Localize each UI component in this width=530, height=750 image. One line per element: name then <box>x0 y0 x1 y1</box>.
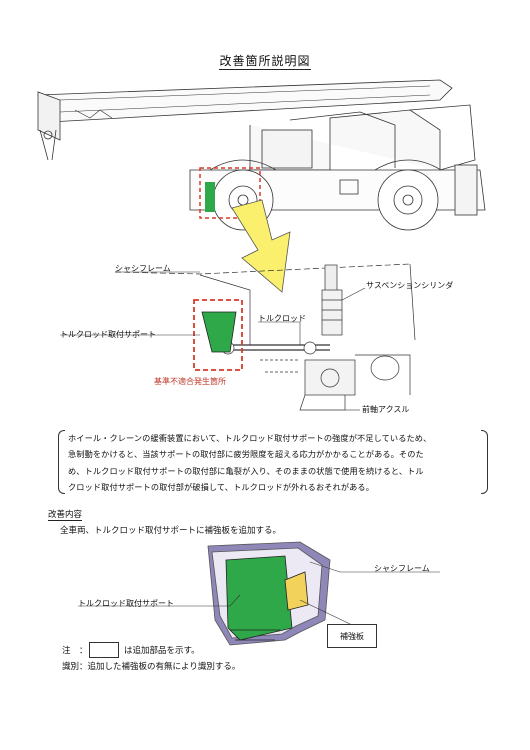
improvement-heading: 改善内容 <box>48 510 83 521</box>
label-front-axle: 前軸アクスル <box>362 405 410 414</box>
label-chassis-frame-1: シャシフレーム <box>115 264 171 273</box>
label-torque-rod: トルクロッド <box>258 314 306 323</box>
description-line: クロッド取付サポートの取付部が破損して、トルクロッドが外れるおそれがある。 <box>68 481 374 492</box>
label-chassis-frame-2: シャシフレーム <box>374 564 430 573</box>
yellow-pointer-arrow <box>231 199 291 293</box>
torque-rod-support-shape <box>201 311 237 353</box>
label-nonconformity-location: 基準不適合発生箇所 <box>154 377 226 386</box>
label-suspension-cylinder: サスペンションシリンダ <box>366 281 454 290</box>
note-text: は追加部品を示す。 <box>124 646 200 656</box>
identification-note: 識別：追加した補強板の有無により識別する。 <box>62 662 241 672</box>
defect-description: ホイール・クレーンの緩衝装置において、トルクロッド取付サポートの強度が不足してい… <box>62 428 484 492</box>
highlight-box-crane <box>199 167 261 219</box>
description-line: め、トルクロッド取付サポートの取付部に亀裂が入り、そのままの状態で使用を続けると… <box>68 465 424 476</box>
description-line: 急制動をかけると、当該サポートの取付部に疲労限度を超える応力がかかることがある。… <box>68 449 424 460</box>
improvement-text: 全車両、トルクロッド取付サポートに補強板を追加する。 <box>60 526 282 536</box>
label-reinforcement-plate: 補強板 <box>327 624 377 648</box>
added-part-legend-box <box>89 642 119 658</box>
description-line: ホイール・クレーンの緩衝装置において、トルクロッド取付サポートの強度が不足してい… <box>68 433 432 443</box>
label-torque-rod-support-1: トルクロッド取付サポート <box>60 330 156 339</box>
note-prefix: 注 ： <box>62 646 88 656</box>
label-torque-rod-support-2: トルクロッド取付サポート <box>78 599 174 608</box>
page-title: 改善箇所説明図 <box>219 54 311 70</box>
description-bracket-left <box>58 430 65 494</box>
